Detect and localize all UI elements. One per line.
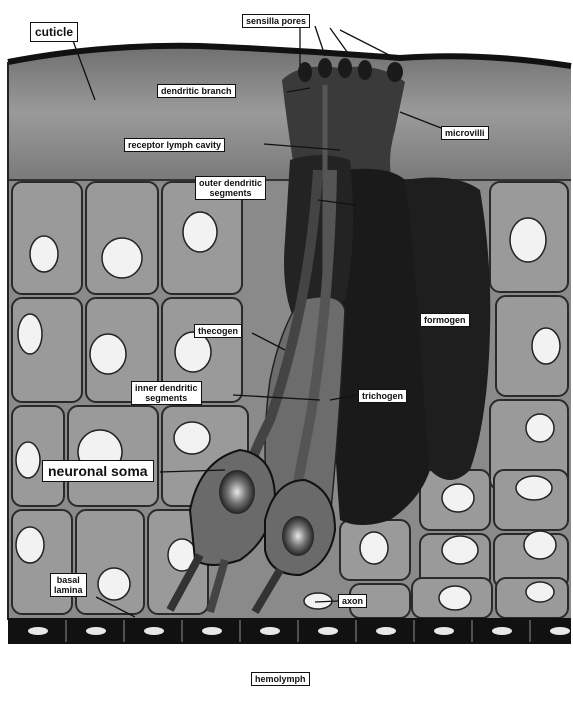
lamina-cell-nucleus [86,627,106,635]
lamina-cell-nucleus [28,627,48,635]
cell-nucleus [439,586,471,610]
label-cuticle-text: cuticle [35,25,73,39]
label-axon: axon [338,594,367,608]
label-basal-lamina: basal lamina [50,573,87,597]
label-basal-lamina-line2: lamina [54,585,83,595]
neuron-nucleus-right [282,516,314,556]
neuron-nucleus-left [219,470,255,514]
label-hemolymph: hemolymph [251,672,310,686]
lamina-cell-nucleus [492,627,512,635]
label-trichogen: trichogen [358,389,407,403]
cell-nucleus [16,527,44,563]
lamina-cell-nucleus [202,627,222,635]
lamina-cell-nucleus [318,627,338,635]
cell-nucleus [90,334,126,374]
cell-nucleus [510,218,546,262]
epidermal-cell [12,510,72,614]
label-formogen: formogen [420,313,470,327]
cell-nucleus [174,422,210,454]
label-trichogen-text: trichogen [362,391,403,401]
label-thecogen: thecogen [194,324,242,338]
lamina-cell-nucleus [144,627,164,635]
cell-nucleus [18,314,42,354]
lamina-cell-nucleus [434,627,454,635]
cell-nucleus [526,414,554,442]
label-sensilla-pores: sensilla pores [242,14,310,28]
cell-nucleus [524,531,556,559]
label-dendritic-branch-text: dendritic branch [161,86,232,96]
label-cuticle: cuticle [30,22,78,42]
cell-nucleus [516,476,552,500]
label-inner-dendritic-line1: inner dendritic [135,383,198,393]
cell-nucleus [16,442,40,478]
label-thecogen-text: thecogen [198,326,238,336]
cell-nucleus [175,332,211,372]
lamina-cell-nucleus [376,627,396,635]
lamina-cell-nucleus [550,627,570,635]
cell-nucleus [30,236,58,272]
label-formogen-text: formogen [424,315,466,325]
cell-nucleus [532,328,560,364]
label-outer-dendritic-segments: outer dendritic segments [195,176,266,200]
label-basal-lamina-line1: basal [54,575,83,585]
cell-nucleus [526,582,554,602]
label-receptor-lymph-cavity-text: receptor lymph cavity [128,140,221,150]
label-outer-dendritic-line1: outer dendritic [199,178,262,188]
lamina-cell-nucleus [260,627,280,635]
cell-nucleus [360,532,388,564]
cell-nucleus [102,238,142,278]
label-inner-dendritic-segments: inner dendritic segments [131,381,202,405]
label-receptor-lymph-cavity: receptor lymph cavity [124,138,225,152]
cell-nucleus [442,536,478,564]
label-sensilla-pores-text: sensilla pores [246,16,306,26]
cell-nucleus [98,568,130,600]
cell-nucleus [442,484,474,512]
label-axon-text: axon [342,596,363,606]
label-neuronal-soma: neuronal soma [42,460,154,482]
label-microvilli: microvilli [441,126,489,140]
label-inner-dendritic-line2: segments [135,393,198,403]
cell-nucleus [183,212,217,252]
label-microvilli-text: microvilli [445,128,485,138]
label-outer-dendritic-line2: segments [199,188,262,198]
label-dendritic-branch: dendritic branch [157,84,236,98]
label-neuronal-soma-text: neuronal soma [48,463,148,479]
label-hemolymph-text: hemolymph [255,674,306,684]
